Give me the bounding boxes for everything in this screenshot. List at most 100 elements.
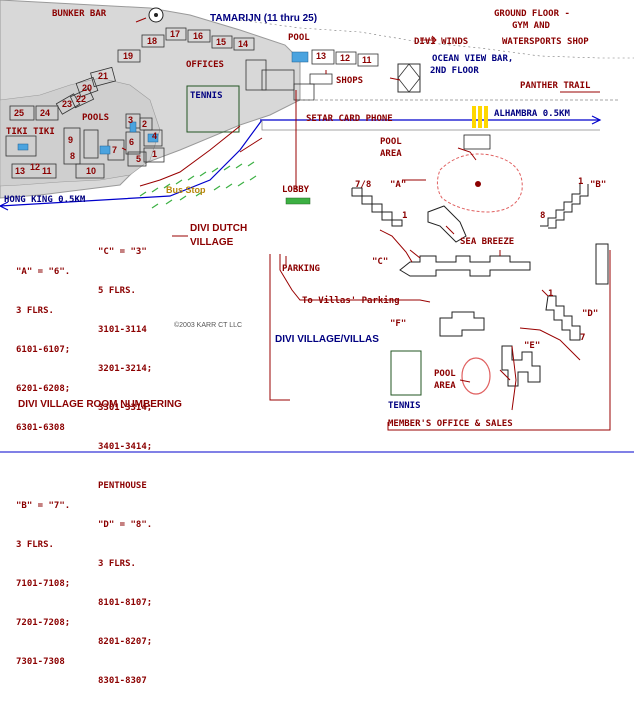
shops-building	[309, 73, 333, 85]
legend-left-row2-2: 7201-7208;	[16, 618, 71, 628]
tamarijn-number-20: 20	[82, 83, 93, 93]
building-c	[399, 255, 531, 277]
tamarijn-pool-3	[147, 133, 159, 143]
sea-breeze-building	[427, 205, 467, 243]
block-8	[83, 129, 99, 159]
map-title: DIVI VILLAGE ROOM NUMBERING	[18, 399, 182, 410]
building-a	[351, 187, 403, 227]
legend-left-row-2: 6201-6208;	[16, 384, 71, 394]
tamarijn-number-6: 6	[129, 137, 135, 147]
vegetation-strip	[139, 161, 257, 209]
tennis-left-label: TENNIS	[190, 91, 223, 101]
tamarijn-block-17	[165, 27, 187, 41]
legend-right-heading: "C" = "3"	[98, 247, 147, 257]
building-e-letter: "E"	[524, 341, 541, 351]
pool-area-dot	[475, 181, 481, 187]
legend-left-heading: "A" = "6".	[16, 267, 71, 277]
block-13-12-11	[11, 163, 57, 179]
tamarijn-number-25: 25	[14, 108, 25, 118]
top-number-13: 13	[316, 51, 327, 61]
building-b-number-1: 1	[578, 177, 584, 187]
lobby-label: LOBBY	[282, 185, 310, 195]
shops-label: SHOPS	[336, 76, 364, 86]
offices-wing	[261, 69, 295, 91]
tamarijn-number-21: 21	[98, 71, 109, 81]
building-b-letter: "B"	[590, 180, 607, 190]
pool-top-label: POOL	[288, 33, 310, 43]
tamarijn-block-19	[117, 49, 141, 63]
legend-right-row-3: 3301-3314;	[98, 403, 153, 413]
tamarijn-number-9: 9	[68, 135, 74, 145]
ground-floor-label: GROUND FLOOR -	[494, 9, 570, 19]
tennis-court-bottom	[390, 350, 422, 396]
resort-map	[0, 0, 634, 453]
tamarijn-number-5: 5	[136, 154, 142, 164]
tamarijn-number-15: 15	[216, 37, 227, 47]
legend-right-row2-1: 8101-8107;	[98, 598, 153, 608]
members-office-label: MEMBER'S OFFICE & SALES	[388, 419, 513, 429]
road-alhambra-arrow	[591, 115, 602, 125]
tennis-bottom-label: TENNIS	[388, 401, 421, 411]
tamarijn-number-1: 1	[152, 149, 158, 159]
road-edge-1	[261, 120, 600, 131]
tamarijn-block-25	[9, 105, 35, 121]
legend-left-row2-3: 7301-7308	[16, 657, 65, 667]
pool-area-label-1: POOL	[380, 137, 402, 147]
offices-label: OFFICES	[186, 60, 224, 70]
legend-right-penthouse: PENTHOUSE	[98, 481, 147, 491]
divi-dutch-label: DIVI DUTCH	[190, 223, 248, 234]
tamarijn-pool-2	[129, 121, 137, 133]
tamarijn-number-18: 18	[147, 36, 158, 46]
building-d-number-7: 7	[580, 333, 586, 343]
building-a-number-78: 7/8	[355, 180, 372, 190]
legend-right-heading-2: "D" = "8".	[98, 520, 153, 530]
tamarijn-block-20	[75, 76, 99, 98]
tamarijn-block-22	[69, 87, 95, 109]
building-e	[501, 345, 541, 387]
bottom-pool	[461, 357, 491, 395]
block-10	[75, 163, 105, 179]
building-b	[540, 184, 589, 229]
building-mid	[293, 83, 315, 101]
tiki-pool	[17, 143, 29, 151]
tamarijn-number-2: 2	[142, 119, 148, 129]
coastline	[239, 19, 634, 59]
bunker-bar-dot	[154, 13, 158, 17]
copyright-label: ©2003 KARR CT LLC	[174, 322, 243, 329]
pool-area-label-2: AREA	[380, 149, 402, 159]
legend-right-row-2: 3201-3214;	[98, 364, 153, 374]
bunker-bar-label: BUNKER BAR	[52, 9, 107, 19]
building-a-number-1: 1	[402, 211, 408, 221]
tamarijn-block-15	[211, 35, 233, 49]
tamarijn-block-21	[90, 66, 116, 88]
divi-winds-building	[397, 63, 421, 93]
tennis-court-left	[186, 85, 240, 133]
tamarijn-number-19: 19	[123, 51, 134, 61]
legend-left-heading-2: "B" = "7".	[16, 501, 71, 511]
legend-right-row-1: 3101-3114	[98, 325, 147, 335]
building-f-letter: "F"	[390, 319, 407, 329]
tiki-tiki-block	[5, 135, 37, 157]
pool-top-water	[291, 51, 309, 63]
gym-and-label: GYM AND	[512, 21, 550, 31]
building-a-letter: "A"	[390, 180, 407, 190]
tamarijn-block-18	[141, 34, 165, 48]
top-number-12: 12	[340, 53, 351, 63]
tamarijn-block-14	[233, 37, 255, 51]
legend-right-row2-3: 8301-8307	[98, 676, 147, 686]
legend-left-row2-1: 7101-7108;	[16, 579, 71, 589]
tamarijn-number-17: 17	[170, 29, 181, 39]
tamarijn-number-23: 23	[62, 99, 73, 109]
legend-right-row-4: 3401-3414;	[98, 442, 153, 452]
bottom-pool-label-1: POOL	[434, 369, 456, 379]
tamarijn-number-13: 13	[15, 166, 26, 176]
crosswalk	[472, 106, 488, 128]
setar-label: SETAR CARD PHONE	[306, 114, 393, 124]
alhambra-label: ALHAMBRA 0.5KM	[494, 109, 570, 119]
legend-right-row2-2: 8201-8207;	[98, 637, 153, 647]
tamarijn-number-8: 8	[70, 151, 76, 161]
tamarijn-number-7: 7	[112, 145, 118, 155]
legend-left-floors: 3 FLRS.	[16, 306, 54, 316]
lobby-structure	[463, 134, 491, 150]
parking-label: PARKING	[282, 264, 320, 274]
